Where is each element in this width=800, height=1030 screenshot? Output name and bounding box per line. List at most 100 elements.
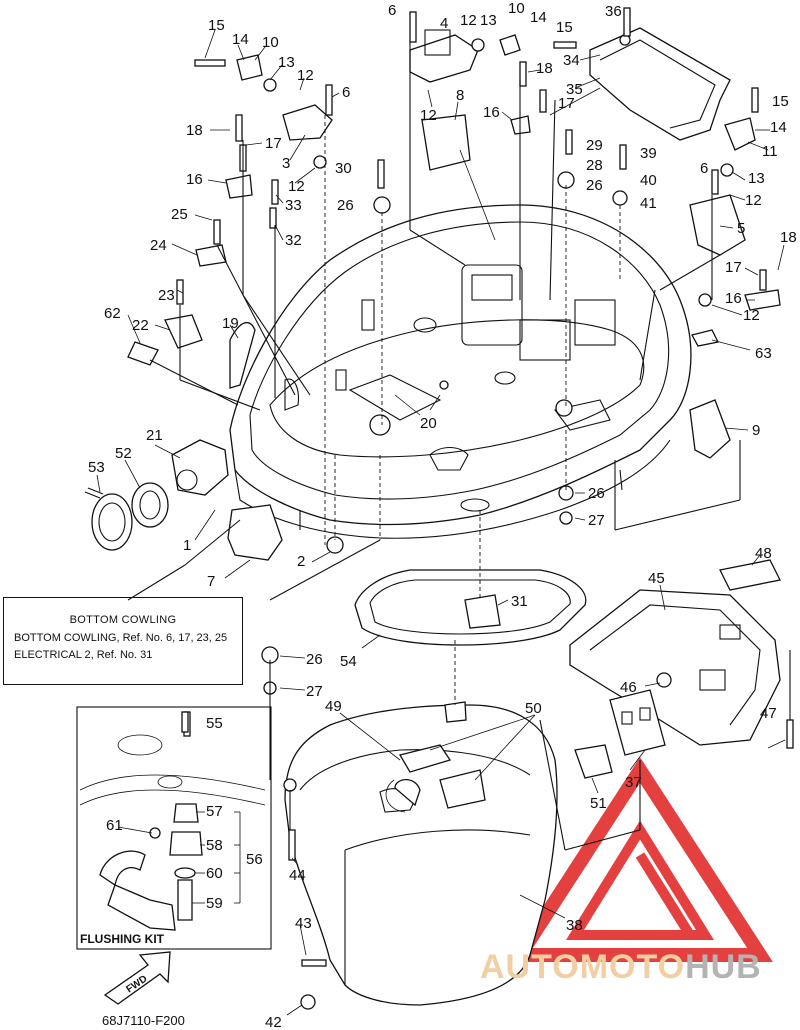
callout: 24 <box>150 237 167 254</box>
flushing-kit-inset <box>76 706 272 950</box>
callout: 25 <box>171 206 188 223</box>
callout: 18 <box>536 60 553 77</box>
callout: 26 <box>306 651 323 668</box>
callout: 61 <box>106 817 123 834</box>
callout: 17 <box>558 95 575 112</box>
callout: 10 <box>262 34 279 51</box>
callout: 56 <box>246 851 263 868</box>
callout: 3 <box>282 155 290 172</box>
callout: 52 <box>115 445 132 462</box>
callout: 39 <box>640 145 657 162</box>
callout: 28 <box>586 157 603 174</box>
callout: 23 <box>158 287 175 304</box>
flushing-kit-label: FLUSHING KIT <box>80 932 164 946</box>
reference-box-row: BOTTOM COWLING, Ref. No. 6, 17, 23, 25 <box>14 632 228 644</box>
callout: 50 <box>525 700 542 717</box>
callout: 37 <box>625 774 642 791</box>
connector-parts <box>84 314 719 561</box>
bracket-shape <box>569 559 781 756</box>
callout: 12 <box>420 107 437 124</box>
callout: 1 <box>183 537 191 554</box>
callout: 16 <box>483 104 500 121</box>
callout: 11 <box>762 143 778 160</box>
callout: 54 <box>340 653 357 670</box>
callout: 14 <box>770 119 787 136</box>
leader-lines <box>96 29 791 1016</box>
callout: 17 <box>265 135 282 152</box>
callout: 43 <box>295 915 312 932</box>
callout: 33 <box>285 197 302 214</box>
callout: 8 <box>456 87 464 104</box>
callout: 15 <box>208 17 225 34</box>
callout: 13 <box>480 12 497 29</box>
callout: 18 <box>186 122 203 139</box>
callout: 29 <box>586 137 603 154</box>
callout: 44 <box>289 867 306 884</box>
bottom-cowling-shape <box>229 204 692 539</box>
callout: 9 <box>752 422 760 439</box>
callout: 6 <box>342 84 350 101</box>
reference-box-row: ELECTRICAL 2, Ref. No. 31 <box>14 649 153 661</box>
callout: 32 <box>285 232 302 249</box>
callout: 13 <box>748 170 765 187</box>
callout: 40 <box>640 172 657 189</box>
callout: 21 <box>146 427 163 444</box>
top-bracket-shape <box>589 27 731 141</box>
callout: 12 <box>297 67 314 84</box>
callout: 12 <box>743 307 760 324</box>
callout: 42 <box>265 1014 282 1030</box>
callout: 48 <box>755 545 772 562</box>
callout: 12 <box>460 12 477 29</box>
callout: 57 <box>206 803 223 820</box>
callout: 38 <box>566 917 583 934</box>
callout: 55 <box>206 715 223 732</box>
callout: 27 <box>588 512 605 529</box>
callout: 5 <box>737 220 745 237</box>
callout: 16 <box>725 290 742 307</box>
callout: 15 <box>772 93 789 110</box>
callout: 26 <box>586 177 603 194</box>
callout: 14 <box>232 31 249 48</box>
callout: 22 <box>132 317 149 334</box>
reference-box-title: BOTTOM COWLING <box>69 614 177 626</box>
callout: 19 <box>222 315 239 332</box>
callout: 12 <box>288 178 305 195</box>
callout: 18 <box>780 229 797 246</box>
callout: 35 <box>566 81 583 98</box>
callout-labels: 15 14 10 13 12 6 18 17 3 12 16 33 25 32 … <box>88 0 797 1030</box>
reference-box: BOTTOM COWLING BOTTOM COWLING, Ref. No. … <box>3 597 243 685</box>
callout: 6 <box>700 160 708 177</box>
callout: 63 <box>755 345 772 362</box>
figure-code: 68J7110-F200 <box>102 1013 185 1028</box>
callout: 16 <box>186 171 203 188</box>
callout: 26 <box>588 485 605 502</box>
callout: 60 <box>206 865 223 882</box>
callout: 30 <box>335 160 352 177</box>
watermark-part2: HUB <box>685 948 762 986</box>
callout: 47 <box>760 705 777 722</box>
callout: 20 <box>420 415 437 432</box>
callout: 34 <box>563 52 580 69</box>
callout: 62 <box>104 305 121 322</box>
callout: 59 <box>206 895 223 912</box>
callout: 4 <box>440 15 448 32</box>
callout: 45 <box>648 570 665 587</box>
callout: 15 <box>556 19 573 36</box>
callout: 46 <box>620 679 637 696</box>
lower-cowling-shape <box>284 704 558 1006</box>
callout: 27 <box>306 683 323 700</box>
callout: 26 <box>337 197 354 214</box>
callout: 14 <box>530 9 547 26</box>
callout: 10 <box>508 0 525 17</box>
fwd-arrow-icon: FWD <box>103 951 171 1005</box>
watermark-logo-icon <box>507 757 773 962</box>
callout: 2 <box>297 553 305 570</box>
callout: 17 <box>725 259 742 276</box>
callout: 53 <box>88 459 105 476</box>
callout: 7 <box>207 573 215 590</box>
watermark-part1: AUTOMOTO <box>480 948 686 986</box>
callout: 51 <box>590 795 607 812</box>
callout: 13 <box>278 54 295 71</box>
callout: 36 <box>605 3 622 20</box>
